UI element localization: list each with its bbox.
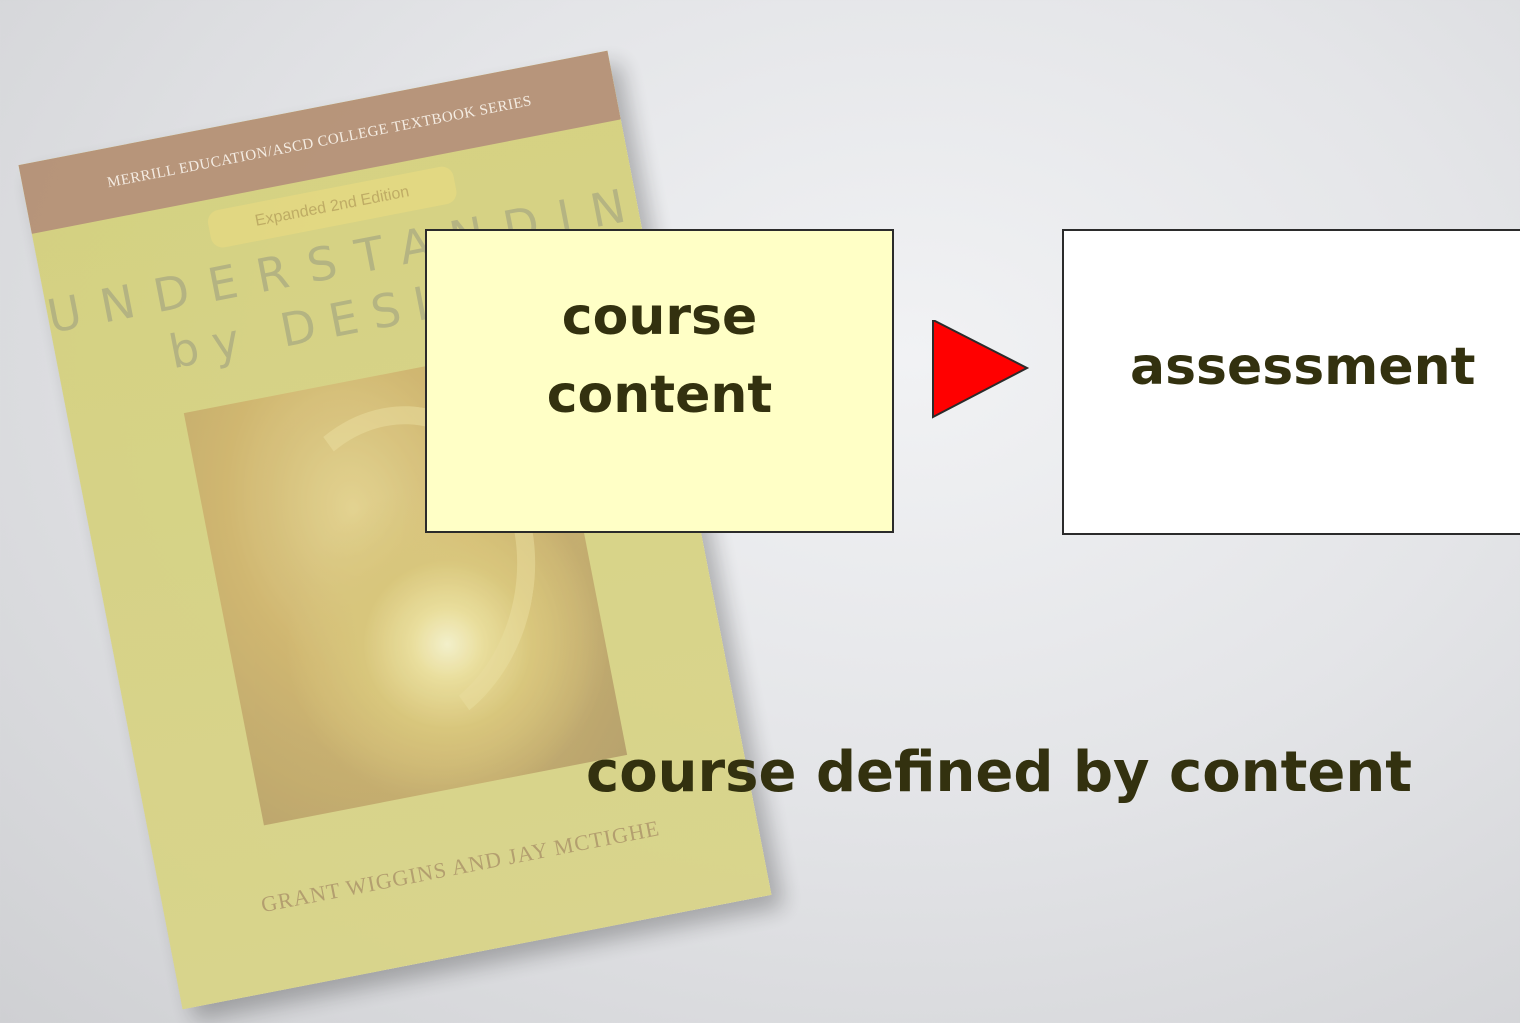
course-content-box: course content — [425, 229, 894, 533]
assessment-label: assessment — [1130, 337, 1476, 397]
right-arrow-icon — [932, 320, 1030, 419]
assessment-box: assessment — [1062, 229, 1520, 535]
book-authors-label: GRANT WIGGINS AND JAY MCTIGHE — [258, 815, 662, 918]
course-content-line-2: content — [546, 365, 773, 425]
course-content-line-1: course — [561, 287, 758, 347]
diagram-caption: course defined by content — [586, 740, 1412, 805]
